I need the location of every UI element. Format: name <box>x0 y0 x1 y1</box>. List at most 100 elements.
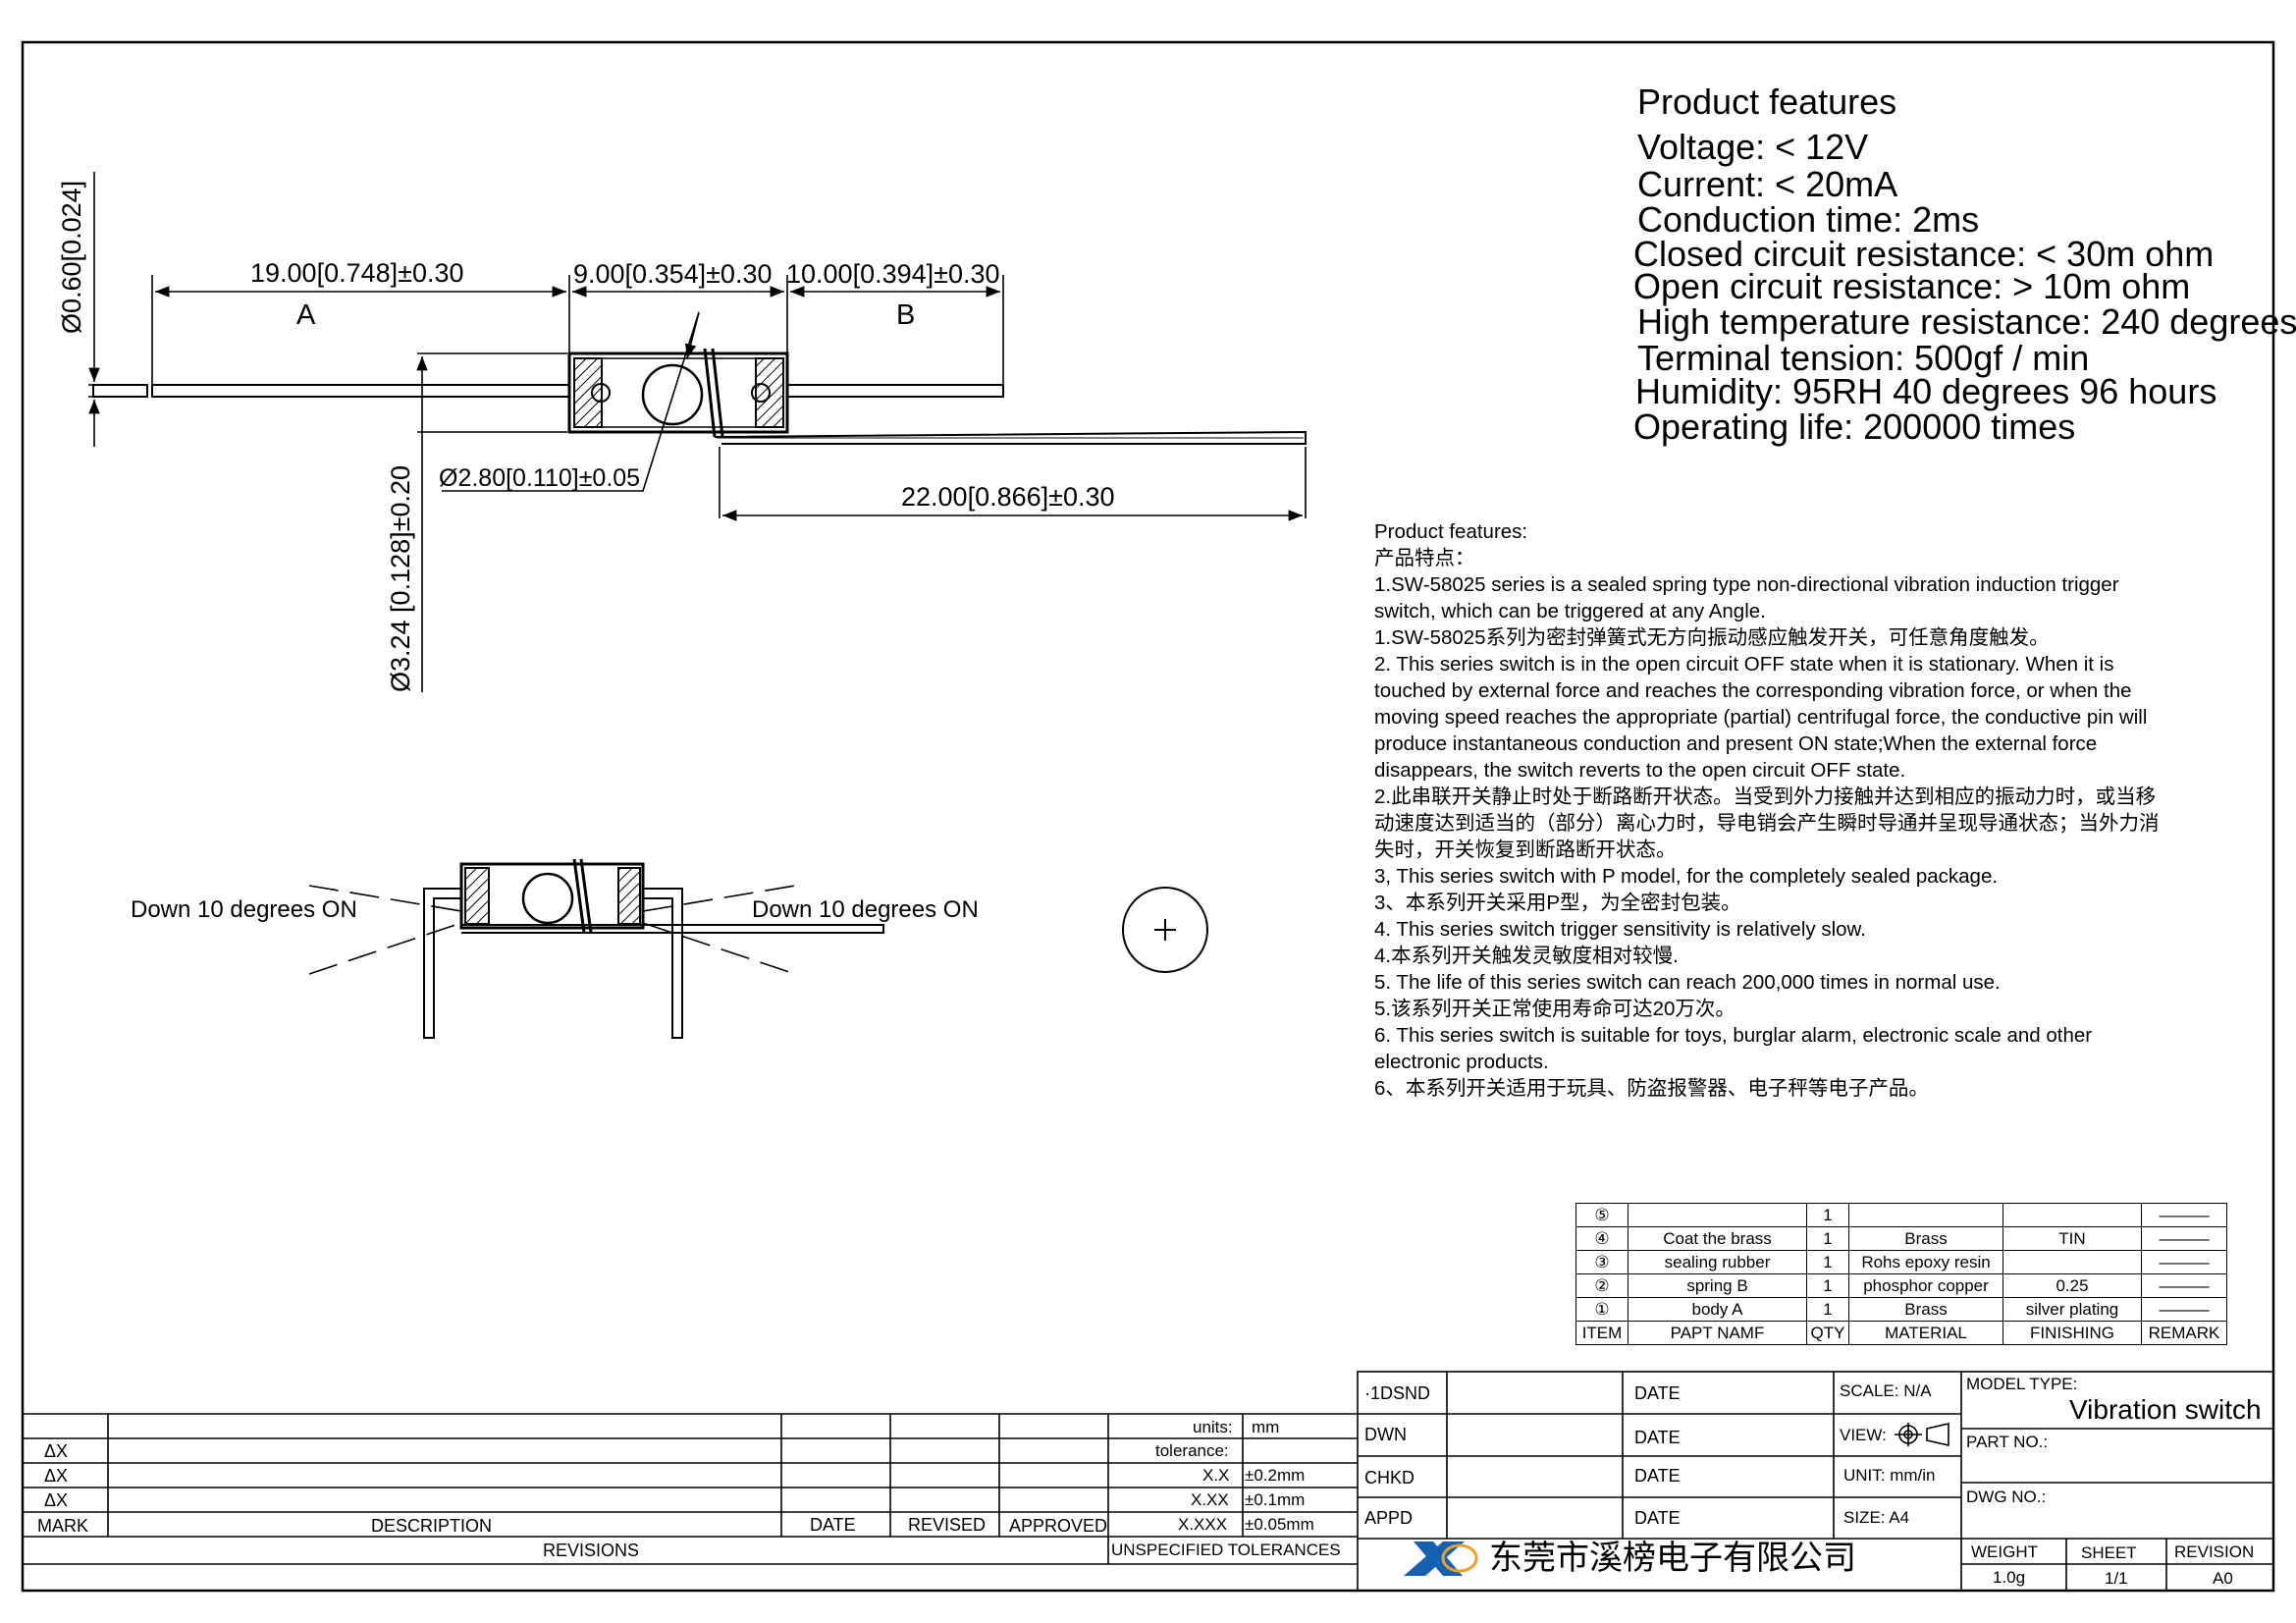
note-line: 6. This series switch is suitable for to… <box>1374 1024 2093 1047</box>
size-label: SIZE: A4 <box>1843 1508 1910 1527</box>
bom-finishing: 0.25 <box>2002 1273 2142 1298</box>
note-line: 产品特点： <box>1374 547 1475 569</box>
bom-remark: ——— <box>2141 1297 2227 1322</box>
note-line: 4.本系列开关触发灵敏度相对较慢. <box>1374 945 1679 967</box>
feature-tension: Terminal tension: 500gf / min <box>1637 338 2090 378</box>
bom-header-item: ITEM <box>1575 1321 1629 1345</box>
bom-item: ③ <box>1575 1250 1629 1274</box>
bom-material: Brass <box>1848 1297 2003 1322</box>
revision-value: A0 <box>2213 1569 2233 1588</box>
note-line: 2. This series switch is in the open cir… <box>1374 653 2114 676</box>
unit-label: UNIT: mm/in <box>1843 1466 1936 1485</box>
bom-finishing: TIN <box>2002 1226 2142 1251</box>
model-type-value: Vibration switch <box>2069 1394 2262 1425</box>
center-mark-symbol <box>1122 887 1208 973</box>
tolerance-value: ±0.05mm <box>1245 1515 1314 1534</box>
note-line: 5.该系列开关正常使用寿命可达20万次。 <box>1374 998 1735 1020</box>
dim-ball-diameter: Ø2.80[0.110]±0.05 <box>439 464 641 492</box>
dwg-no-label: DWG NO.: <box>1966 1488 2047 1506</box>
bill-of-materials: ⑤ 1 ——— ④ Coat the brass 1 Brass TIN ———… <box>1575 1203 2227 1345</box>
bom-header-qty: QTY <box>1806 1321 1849 1345</box>
note-line: 2.此串联开关静止时处于断路断开状态。当受到外力接触并达到相应的振动力时，或当移 <box>1374 785 2157 808</box>
note-line: moving speed reaches the appropriate (pa… <box>1374 706 2148 729</box>
dim-body-length: 9.00[0.354]±0.30 <box>573 259 773 289</box>
bom-item: ④ <box>1575 1226 1629 1251</box>
feature-open-resistance: Open circuit resistance: > 10m ohm <box>1633 266 2191 306</box>
bom-material: Brass <box>1848 1226 2003 1251</box>
angle-label-left: Down 10 degrees ON <box>131 896 357 923</box>
date-label: DATE <box>1634 1466 1681 1486</box>
model-type-label: MODEL TYPE: <box>1966 1375 2078 1393</box>
company-name: 东莞市溪榜电子有限公司 <box>1489 1540 1856 1577</box>
bom-name <box>1628 1203 1807 1227</box>
revision-mark-row: ΔX <box>44 1490 69 1510</box>
revision-header-date: DATE <box>810 1515 856 1535</box>
feature-current: Current: < 20mA <box>1637 164 1898 204</box>
weight-label: WEIGHT <box>1971 1542 2038 1561</box>
tolerance-value: ±0.2mm <box>1245 1466 1306 1485</box>
product-notes: Product features: 产品特点： 1.SW-58025 serie… <box>1374 518 2238 1102</box>
units-label: units: <box>1193 1418 1233 1436</box>
note-line: 1.SW-58025 series is a sealed spring typ… <box>1374 573 2119 596</box>
bom-qty: 1 <box>1806 1297 1849 1322</box>
bom-remark: ——— <box>2141 1273 2227 1298</box>
approved-by-label: APPD <box>1364 1508 1414 1528</box>
revision-header-revised: REVISED <box>908 1515 987 1535</box>
note-line: electronic products. <box>1374 1051 1549 1073</box>
view-label: VIEW: <box>1840 1426 1887 1444</box>
dim-body-diameter: Ø3.24 [0.128]±0.20 <box>386 465 415 692</box>
drawn-by-label: DWN <box>1364 1425 1407 1444</box>
title-block-lines <box>23 1371 2274 1592</box>
angle-label-right: Down 10 degrees ON <box>752 896 979 923</box>
bom-finishing <box>2002 1250 2142 1274</box>
sheet-label: SHEET <box>2081 1543 2137 1562</box>
note-line: disappears, the switch reverts to the op… <box>1374 759 1906 782</box>
feature-voltage: Voltage: < 12V <box>1637 127 1869 167</box>
bom-qty: 1 <box>1806 1273 1849 1298</box>
units-value: mm <box>1252 1418 1280 1436</box>
note-line: 4. This series switch trigger sensitivit… <box>1374 918 1866 941</box>
drawing-border <box>21 40 2275 1593</box>
bom-item: ⑤ <box>1575 1203 1629 1227</box>
bom-qty: 1 <box>1806 1226 1849 1251</box>
revision-header-description: DESCRIPTION <box>371 1516 493 1536</box>
note-line: switch, which can be triggered at any An… <box>1374 600 1766 622</box>
bom-header-material: MATERIAL <box>1848 1321 2003 1345</box>
bom-row: ⑤ 1 ——— <box>1575 1203 2227 1227</box>
feature-humidity: Humidity: 95RH 40 degrees 96 hours <box>1635 371 2217 411</box>
bom-header-remark: REMARK <box>2141 1321 2227 1345</box>
label-a: A <box>296 299 316 331</box>
tolerance-label: tolerance: <box>1155 1441 1229 1460</box>
bom-qty: 1 <box>1806 1250 1849 1274</box>
bom-item: ① <box>1575 1297 1629 1322</box>
note-line: 6、本系列开关适用于玩具、防盗报警器、电子秤等电子产品。 <box>1374 1077 1929 1100</box>
note-line: 1.SW-58025系列为密封弹簧式无方向振动感应触发开关，可任意角度触发。 <box>1374 626 2050 649</box>
revision-mark-row: ΔX <box>44 1441 69 1461</box>
note-line: 3, This series switch with P model, for … <box>1374 865 1999 888</box>
bom-name: spring B <box>1628 1273 1807 1298</box>
feature-operating-life: Operating life: 200000 times <box>1633 406 2076 447</box>
checked-by-label: CHKD <box>1364 1468 1415 1488</box>
revision-mark-row: ΔX <box>44 1466 69 1486</box>
note-line: Product features: <box>1374 520 1528 543</box>
bom-finishing: silver plating <box>2002 1297 2142 1322</box>
revision-label: REVISION <box>2174 1542 2255 1561</box>
features-title: Product features <box>1637 81 1897 122</box>
bom-header-finishing: FINISHING <box>2002 1321 2142 1345</box>
bom-row: ④ Coat the brass 1 Brass TIN ——— <box>1575 1226 2227 1251</box>
bom-remark: ——— <box>2141 1250 2227 1274</box>
bom-header: ITEM PAPT NAMF QTY MATERIAL FINISHING RE… <box>1575 1321 2227 1345</box>
scale-label: SCALE: N/A <box>1840 1381 1932 1400</box>
dim-lead-a: 19.00[0.748]±0.30 <box>250 258 464 288</box>
note-line: 失时，开关恢复到断路断开状态。 <box>1374 839 1677 861</box>
tolerance-key: X.X <box>1202 1466 1230 1485</box>
bom-remark: ——— <box>2141 1203 2227 1227</box>
tolerance-key: X.XX <box>1191 1490 1229 1509</box>
dim-lead-b: 10.00[0.394]±0.30 <box>786 259 1000 289</box>
bom-remark: ——— <box>2141 1226 2227 1251</box>
revision-header-mark: MARK <box>37 1516 89 1536</box>
date-label: DATE <box>1634 1428 1681 1447</box>
bom-material: Rohs epoxy resin <box>1848 1250 2003 1274</box>
bom-finishing <box>2002 1203 2142 1227</box>
